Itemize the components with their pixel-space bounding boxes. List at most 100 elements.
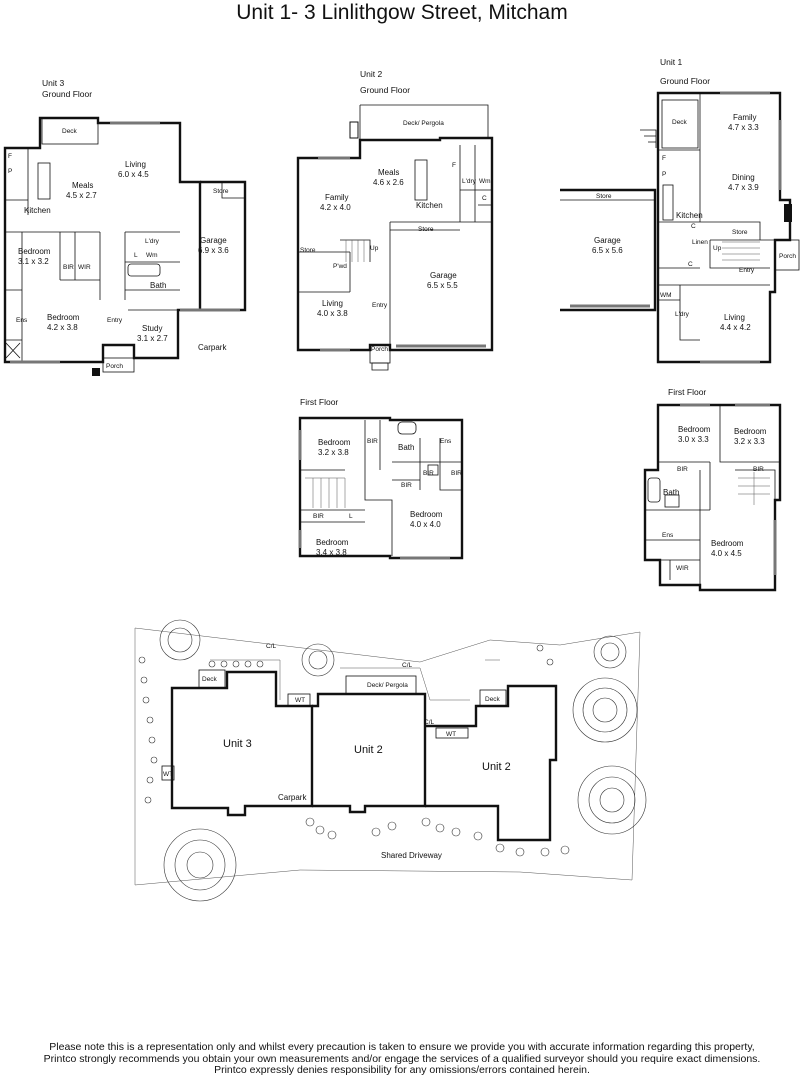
unit1ff-bedroom2-label: Bedroom <box>734 427 767 436</box>
unit1-p-label: P <box>662 171 666 178</box>
unit1-garage-size: 6.5 x 5.6 <box>592 246 623 255</box>
unit3-deck-label: Deck <box>62 128 78 135</box>
unit2-porch-label: Porch <box>371 346 388 353</box>
unit1ff-wir-label: WIR <box>676 565 689 572</box>
unit1-entry-label: Entry <box>739 267 755 274</box>
unit2-meals-label: Meals <box>378 168 399 177</box>
unit3-meals-label: Meals <box>72 181 93 190</box>
unit1-ground-floor-plan <box>560 91 800 364</box>
unit1ff-bath-label: Bath <box>663 488 679 497</box>
unit1-family-label: Family <box>733 113 757 122</box>
unit1-ground-floor-heading: Ground Floor <box>660 76 710 86</box>
unit2ff-l-label: L <box>349 513 353 520</box>
unit1-store2-label: Store <box>732 229 748 236</box>
unit1ff-bedroom3-label: Bedroom <box>711 539 744 548</box>
unit2-pwd-label: P'wd <box>333 263 347 270</box>
unit3-bath-label: Bath <box>150 281 166 290</box>
unit3-wir-label: WIR <box>78 264 91 271</box>
unit2-f-label: F <box>452 162 456 169</box>
unit1-porch-label: Porch <box>779 253 796 260</box>
unit3-bedroom2-label: Bedroom <box>47 313 80 322</box>
unit1ff-bedroom1-label: Bedroom <box>678 425 711 434</box>
unit2ff-bir2-label: BIR <box>423 470 434 477</box>
site-carpark-label: Carpark <box>278 793 307 802</box>
unit2-kitchen-label: Kitchen <box>416 201 443 210</box>
unit2-garage-label: Garage <box>430 271 457 280</box>
unit1-family-size: 4.7 x 3.3 <box>728 123 759 132</box>
unit2-heading: Unit 2 <box>360 69 382 79</box>
unit1-garage-label: Garage <box>594 236 621 245</box>
unit1-c1-label: C <box>691 223 696 230</box>
unit2-store2-label: Store <box>300 247 316 254</box>
unit3-living-size: 6.0 x 4.5 <box>118 170 149 179</box>
unit3-wm-label: Wm <box>146 252 158 259</box>
site-wt2-label: WT <box>446 731 456 738</box>
garden-shrubs <box>138 644 570 857</box>
site-unit2-right-label: Unit 2 <box>482 761 511 773</box>
unit3-laundry-label: L'dry <box>145 238 160 245</box>
unit3-carpark-label: Carpark <box>198 343 227 352</box>
unit3-living-label: Living <box>125 160 146 169</box>
unit1ff-bedroom3-size: 4.0 x 4.5 <box>711 549 742 558</box>
unit2ff-bedroom1-size: 3.2 x 3.8 <box>318 448 349 457</box>
site-plan <box>134 619 647 902</box>
disclaimer-line-2: Printco strongly recommends you obtain y… <box>43 1052 761 1065</box>
unit1-linen-label: Linen <box>692 239 708 246</box>
unit1-c2-label: C <box>688 261 693 268</box>
site-deck1-label: Deck <box>202 676 218 683</box>
site-driveway-label: Shared Driveway <box>381 851 442 860</box>
unit2-entry-label: Entry <box>372 302 388 309</box>
site-deck2-label: Deck <box>485 696 501 703</box>
unit3-l-label: L <box>134 252 138 259</box>
unit1ff-bedroom2-size: 3.2 x 3.3 <box>734 437 765 446</box>
unit1-first-floor-plan <box>643 403 782 592</box>
unit1-heading: Unit 1 <box>660 57 682 67</box>
unit2-ground-floor-plan <box>296 104 494 371</box>
unit3-study-size: 3.1 x 2.7 <box>137 334 168 343</box>
unit1ff-bedroom1-size: 3.0 x 3.3 <box>678 435 709 444</box>
unit3-f-label: F <box>8 153 12 160</box>
unit3-kitchen-label: Kitchen <box>24 206 51 215</box>
unit1-deck-label: Deck <box>672 119 688 126</box>
disclaimer-line-1: Please note this is a representation onl… <box>49 1041 755 1053</box>
page-title: Unit 1- 3 Linlithgow Street, Mitcham <box>236 1 568 24</box>
unit2-meals-size: 4.6 x 2.6 <box>373 178 404 187</box>
unit1-wm-label: WM <box>660 292 672 299</box>
unit2ff-ens-label: Ens <box>440 438 452 445</box>
unit2-wm-label: Wm <box>479 178 491 185</box>
unit1-up-label: Up <box>713 245 722 252</box>
site-cl1-label: C/L <box>266 643 277 650</box>
unit1-laundry-label: L'dry <box>675 311 690 318</box>
site-unit3-label: Unit 3 <box>223 738 252 750</box>
unit1-f-label: F <box>662 155 666 162</box>
unit3-meals-size: 4.5 x 2.7 <box>66 191 97 200</box>
unit1ff-bir1-label: BIR <box>677 466 688 473</box>
disclaimer-line-3: Printco expressly denies responsibility … <box>214 1064 590 1076</box>
unit2-deck-label: Deck/ Pergola <box>403 120 444 127</box>
unit3-ground-floor-heading: Ground Floor <box>42 89 92 99</box>
site-unit2-middle-label: Unit 2 <box>354 744 383 756</box>
unit2ff-bedroom2-size: 4.0 x 4.0 <box>410 520 441 529</box>
unit2-family-label: Family <box>325 193 349 202</box>
unit2-living-size: 4.0 x 3.8 <box>317 309 348 318</box>
unit3-store-label: Store <box>213 188 229 195</box>
unit2-store1-label: Store <box>418 226 434 233</box>
unit1ff-ens-label: Ens <box>662 532 674 539</box>
unit2-garage-size: 6.5 x 5.5 <box>427 281 458 290</box>
site-deck-pergola-label: Deck/ Pergola <box>367 682 408 689</box>
unit3-ens-label: Ens <box>16 317 28 324</box>
unit1ff-bir2-label: BIR <box>753 466 764 473</box>
unit3-ground-floor-plan <box>3 116 247 376</box>
unit3-heading: Unit 3 <box>42 78 64 88</box>
unit3-porch-label: Porch <box>106 363 123 370</box>
unit3-garage-label: Garage <box>200 236 227 245</box>
disclaimer: Please note this is a representation onl… <box>30 1041 774 1077</box>
unit2ff-bir3-label: BIR <box>451 470 462 477</box>
unit1-living-size: 4.4 x 4.2 <box>720 323 751 332</box>
unit2-first-floor-heading: First Floor <box>300 397 338 407</box>
unit2-living-label: Living <box>322 299 343 308</box>
unit3-garage-size: 6.9 x 3.6 <box>198 246 229 255</box>
unit1-dining-size: 4.7 x 3.9 <box>728 183 759 192</box>
site-cl3-label: C/L <box>424 719 435 726</box>
